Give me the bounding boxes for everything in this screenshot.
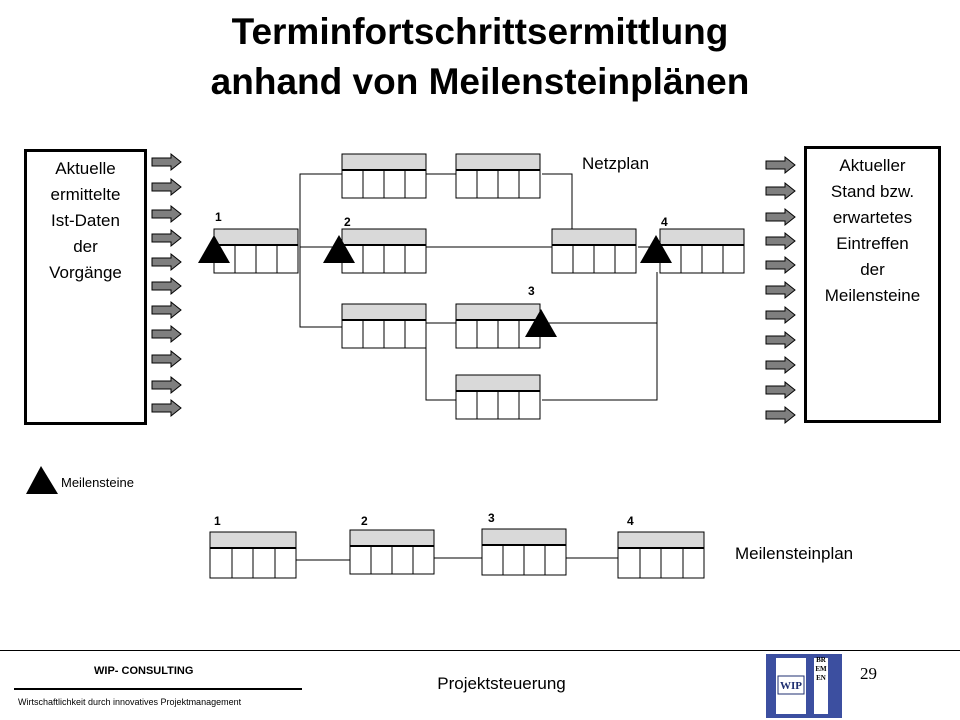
legend-milestone-icon xyxy=(26,466,58,494)
milestone-triangle xyxy=(198,235,230,263)
milestone-status-line: erwartetes xyxy=(832,208,913,227)
footer-divider xyxy=(0,650,960,651)
activity-node xyxy=(551,228,637,274)
actual-data-line: ermittelte xyxy=(50,185,121,204)
milestone-number: 1 xyxy=(215,210,222,224)
milestone-triangle xyxy=(525,309,557,337)
input-arrow xyxy=(151,398,182,418)
plan-number: 1 xyxy=(214,514,221,528)
actual-data-line: Aktuelle xyxy=(55,159,116,178)
input-arrow xyxy=(765,207,796,227)
company-name: WIP- CONSULTING xyxy=(94,665,194,677)
input-arrow xyxy=(151,204,182,224)
page-number: 29 xyxy=(860,664,877,683)
activity-node xyxy=(341,228,427,274)
input-arrow xyxy=(151,375,182,395)
page-subtitle: anhand von Meilensteinplänen xyxy=(210,61,750,102)
footer-title: Projektsteuerung xyxy=(437,674,566,693)
actual-data-line: Ist-Daten xyxy=(51,211,120,230)
activity-node xyxy=(341,303,427,349)
input-arrow xyxy=(765,380,796,400)
input-arrow xyxy=(151,177,182,197)
input-arrow xyxy=(765,330,796,350)
input-arrow xyxy=(765,155,796,175)
activity-node xyxy=(455,303,541,349)
company-tagline: Wirtschaftlichkeit durch innovatives Pro… xyxy=(18,697,242,707)
milestone-number: 2 xyxy=(344,215,351,229)
wip-bremen-logo: WIP xyxy=(766,654,842,718)
milestone-triangle xyxy=(640,235,672,263)
input-arrow xyxy=(765,305,796,325)
actual-data-line: der xyxy=(73,237,98,256)
milestone-status-line: der xyxy=(860,260,885,279)
milestone-plan-node xyxy=(209,531,297,579)
plan-number: 3 xyxy=(488,511,495,525)
input-arrow xyxy=(151,349,182,369)
milestone-status-box: Aktueller Stand bzw. erwartetes Eintreff… xyxy=(804,146,941,423)
input-arrow xyxy=(151,324,182,344)
input-arrow xyxy=(151,252,182,272)
milestone-plan-node xyxy=(481,528,567,576)
input-arrow xyxy=(765,255,796,275)
network-nodes xyxy=(213,153,745,420)
page-title: Terminfortschrittsermittlung xyxy=(231,11,729,52)
milestone-status-line: Meilensteine xyxy=(824,286,921,305)
activity-node xyxy=(455,153,541,199)
input-arrow xyxy=(765,405,796,425)
activity-node xyxy=(213,228,299,274)
milestone-status-line: Eintreffen xyxy=(836,234,909,253)
input-arrow xyxy=(151,152,182,172)
activity-node xyxy=(455,374,541,420)
milestone-plan-node xyxy=(349,529,435,575)
activity-node xyxy=(341,153,427,199)
actual-data-box: Aktuelle ermittelte Ist-Daten der Vorgän… xyxy=(24,149,147,425)
milestone-status-line: Aktueller xyxy=(839,156,906,175)
milestone-plan-nodes xyxy=(209,528,705,579)
milestone-plan-node xyxy=(617,531,705,579)
milestone-status-line: Stand bzw. xyxy=(830,182,915,201)
input-arrow xyxy=(151,276,182,296)
meilensteinplan-label: Meilensteinplan xyxy=(735,544,854,563)
logo-letters: BREMEN xyxy=(815,656,827,682)
input-arrow xyxy=(765,181,796,201)
milestone-number: 3 xyxy=(528,284,535,298)
arrow-column xyxy=(151,152,796,425)
input-arrow xyxy=(151,300,182,320)
input-arrow xyxy=(765,355,796,375)
netzplan-label: Netzplan xyxy=(582,154,650,173)
svg-text:WIP: WIP xyxy=(780,680,802,692)
company-underline xyxy=(14,688,302,690)
milestone-number: 4 xyxy=(661,215,668,229)
activity-node xyxy=(659,228,745,274)
input-arrow xyxy=(151,228,182,248)
input-arrow xyxy=(765,231,796,251)
milestone-markers xyxy=(198,235,672,337)
milestone-triangle xyxy=(323,235,355,263)
input-arrow xyxy=(765,280,796,300)
legend-label: Meilensteine xyxy=(61,475,134,490)
plan-number: 4 xyxy=(627,514,634,528)
actual-data-line: Vorgänge xyxy=(49,263,122,282)
plan-number: 2 xyxy=(361,514,368,528)
